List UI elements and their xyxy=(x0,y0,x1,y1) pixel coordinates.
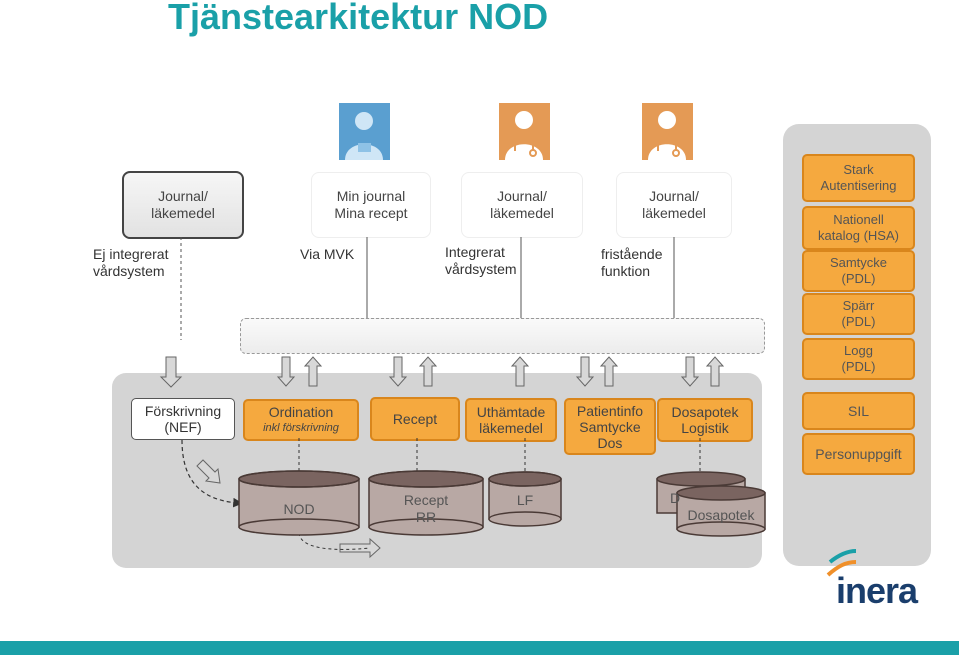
nationell-katalog-box: Nationell katalog (HSA) xyxy=(802,206,915,250)
arrow-up-icon xyxy=(599,356,619,387)
recept-box: Recept xyxy=(370,397,460,441)
arrow-up-icon xyxy=(303,356,323,387)
doctor-icon xyxy=(499,103,550,160)
logg-box: Logg (PDL) xyxy=(802,338,915,380)
arrow-down-icon xyxy=(388,356,408,387)
db-lf-label: LF xyxy=(516,492,534,508)
client-box-ej-integrerat: Journal/ läkemedel xyxy=(122,171,244,239)
doctor-icon xyxy=(642,103,693,160)
service-bus xyxy=(240,318,765,354)
samtycke-box: Samtycke (PDL) xyxy=(802,250,915,292)
ordination-label: Ordination xyxy=(268,404,334,420)
personuppgift-box: Personuppgift xyxy=(802,433,915,475)
forskrivning-nef-box: Förskrivning (NEF) xyxy=(131,398,235,440)
client-box-fristaende: Journal/ läkemedel xyxy=(616,172,732,238)
caption-integrerat: Integrerat vårdsystem xyxy=(445,244,517,277)
arrow-up-icon xyxy=(705,356,725,387)
footer-bar xyxy=(0,641,959,655)
db-recept-rr-label: Recept RR xyxy=(403,492,449,525)
dosapotek-logistik-box: Dosapotek Logistik xyxy=(657,398,753,442)
arrow-diagonal-icon xyxy=(196,459,221,484)
sparr-box: Spärr (PDL) xyxy=(802,293,915,335)
inera-logo: inera xyxy=(836,570,918,611)
arrow-down-icon xyxy=(276,356,296,387)
caption-via-mvk: Via MVK xyxy=(300,246,355,262)
arrow-down-icon xyxy=(159,356,183,388)
ordination-sublabel: inkl förskrivning xyxy=(263,422,339,434)
db-dosapotek-label: Dosapotek xyxy=(687,507,755,523)
caption-fristaende: fristående funktion xyxy=(601,246,663,279)
logo-swoosh-icon xyxy=(826,560,857,577)
db-dosapotek-back-label: D xyxy=(669,490,681,506)
arrow-up-icon xyxy=(510,356,530,387)
arrow-right-icon xyxy=(339,537,381,559)
patientinfo-box: Patientinfo Samtycke Dos xyxy=(564,398,656,455)
uthamtade-lakemedel-box: Uthämtade läkemedel xyxy=(465,398,557,442)
client-box-mvk: Min journal Mina recept xyxy=(311,172,431,238)
page-title: Tjänstearkitektur NOD xyxy=(168,0,549,37)
client-box-integrerat: Journal/ läkemedel xyxy=(461,172,583,238)
db-nod-label: NOD xyxy=(283,501,315,517)
patient-icon xyxy=(339,103,390,160)
sil-box: SIL xyxy=(802,392,915,430)
arrow-down-icon xyxy=(575,356,595,387)
stark-autentisering-box: Stark Autentisering xyxy=(802,154,915,202)
logo-swoosh-icon xyxy=(828,549,857,564)
arrow-up-icon xyxy=(418,356,438,387)
arrow-down-icon xyxy=(680,356,700,387)
ordination-box: Ordination inkl förskrivning xyxy=(243,399,359,441)
caption-ej-integrerat: Ej integrerat vårdsystem xyxy=(93,246,169,279)
